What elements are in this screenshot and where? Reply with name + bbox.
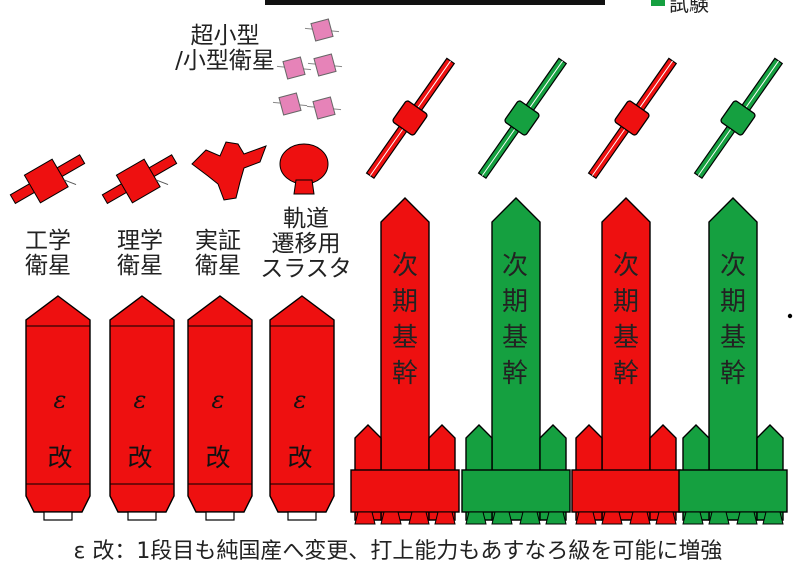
h3-rocket-1 [350,197,460,525]
h3-satellite-2 [477,57,568,180]
caption: ε 改：1段目も純国産へ変更、打上能力もあすなろ級を可能に増強 [73,539,723,564]
h3-label-2: 次 期 基 幹 [501,251,528,389]
small-satellites-icon [272,18,343,120]
h3-label-4: 次 期 基 幹 [719,251,746,389]
engineering-satellite-icon [9,154,86,205]
payload-label-thruster: 軌道 遷移用 スラスタ [260,206,352,282]
demonstration-satellite-icon [191,141,267,201]
h3-rocket-3 [571,197,681,525]
h3-satellite-3 [587,57,678,180]
bullet-dot [787,313,793,319]
h3-rocket-2 [461,197,571,525]
epsilon-label-1: ε [53,386,67,414]
orbit-transfer-thruster-icon [279,143,329,195]
epsilon-kai-2: 改 [127,443,153,472]
epsilon-label-4: ε [293,386,307,414]
h3-satellite-1 [365,57,456,180]
legend-swatch [651,0,665,6]
small-satellites-label: 超小型 /小型衛星 [175,23,275,74]
epsilon-label-3: ε [211,386,225,414]
payload-label-demonstration: 実証 衛星 [195,228,241,279]
h3-label-3: 次 期 基 幹 [612,251,639,389]
payload-label-engineering: 工学 衛星 [25,228,71,279]
payload-label-science: 理学 衛星 [117,228,163,279]
small-satellite-1 [304,18,340,42]
small-satellite-5 [306,96,342,120]
small-satellite-4 [272,92,308,116]
legend-label: 試験 [669,0,709,16]
h3-satellite-4 [693,57,784,180]
epsilon-label-2: ε [133,386,147,414]
header-bar [265,0,605,5]
small-satellite-3 [307,53,343,77]
epsilon-kai-3: 改 [205,443,231,472]
epsilon-kai-1: 改 [47,443,73,472]
small-satellite-2 [276,56,312,80]
epsilon-kai-4: 改 [287,443,313,472]
h3-rocket-4 [678,197,788,525]
h3-label-1: 次 期 基 幹 [391,251,418,389]
science-satellite-icon [101,154,178,205]
